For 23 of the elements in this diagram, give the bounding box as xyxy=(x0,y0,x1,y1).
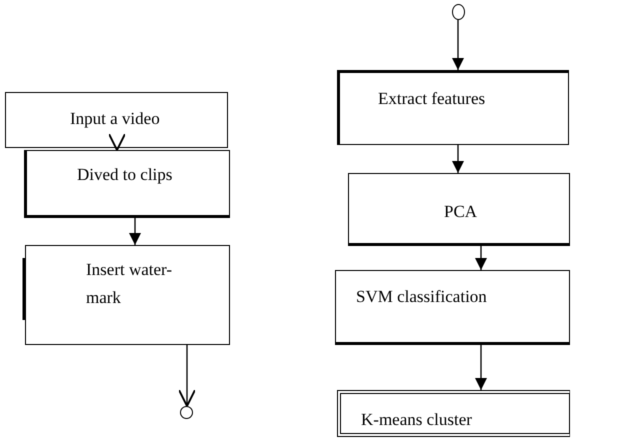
process-box xyxy=(348,173,570,246)
process-box xyxy=(337,70,569,145)
process-box xyxy=(25,245,230,345)
arrow xyxy=(452,145,464,173)
arrow xyxy=(129,218,141,245)
arrow xyxy=(475,345,487,390)
process-box xyxy=(335,270,570,345)
arrow xyxy=(108,133,126,151)
process-box xyxy=(24,150,230,218)
arrow xyxy=(452,20,464,70)
box-label: K-means cluster xyxy=(361,409,472,431)
connector-circle xyxy=(452,4,465,20)
connector-circle xyxy=(180,406,193,419)
box-label: Extract features xyxy=(378,88,486,110)
process-box xyxy=(337,390,570,437)
box-label: Insert water- mark xyxy=(86,259,174,309)
box-label: PCA xyxy=(444,201,478,223)
box-label: Dived to clips xyxy=(77,164,172,186)
box-label: SVM classification xyxy=(356,286,487,308)
arrow xyxy=(475,246,487,270)
arrow xyxy=(178,345,196,407)
box-label: Input a video xyxy=(70,108,160,130)
process-box xyxy=(5,92,228,148)
